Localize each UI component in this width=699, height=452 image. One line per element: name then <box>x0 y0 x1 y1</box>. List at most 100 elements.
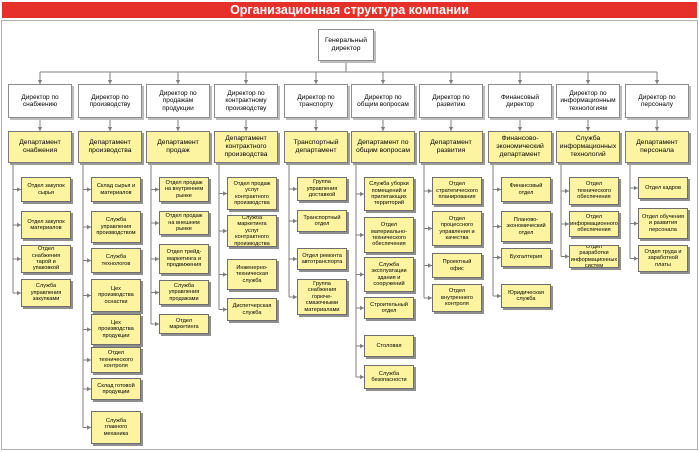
unit-box: Отдел труда и заработной платы <box>638 245 688 272</box>
connector-arrow <box>565 188 569 194</box>
director-arrow <box>107 80 113 84</box>
director-arrow <box>448 80 454 84</box>
unit-box: Отдел продаж на внешнем рынке <box>159 211 209 235</box>
unit-box: Служба технологов <box>91 248 141 273</box>
connector-arrow <box>87 187 91 192</box>
director-box: Директор по общим вопросам <box>351 84 415 118</box>
director-arrow <box>243 80 249 84</box>
ceo-box: Генеральный директор <box>318 29 374 61</box>
connector-arrow <box>293 294 297 300</box>
unit-box: Служба маркетинга услуг контрактного про… <box>227 215 277 247</box>
connector-arrow <box>17 187 21 192</box>
connector-arrow <box>87 386 91 392</box>
unit-box: Финансовый отдел <box>501 177 551 202</box>
connector-arrow <box>155 290 159 295</box>
unit-box: Склад готовой продукции <box>91 378 141 400</box>
director-arrow <box>654 80 660 84</box>
director-box: Директор по снабжению <box>8 84 72 118</box>
department-arrow <box>107 127 113 131</box>
unit-box: Отдел продаж на внутреннем рынке <box>159 177 209 202</box>
connector-arrow <box>565 254 569 259</box>
connector-arrow <box>155 220 159 226</box>
department-arrow <box>175 127 181 131</box>
director-arrow <box>380 80 386 84</box>
department-box: Транспортный департамент <box>284 131 348 163</box>
connector-arrow <box>360 305 364 311</box>
connector-arrow <box>634 256 638 261</box>
connector-arrow <box>223 272 227 277</box>
connector-arrow <box>360 272 364 277</box>
unit-box: Отдел закупок сырья <box>21 177 71 202</box>
connector-arrow <box>223 307 227 312</box>
connector-arrow <box>428 295 432 301</box>
connector-arrow <box>17 222 21 228</box>
connector-arrow <box>87 258 91 263</box>
department-arrow <box>654 127 660 131</box>
connector-arrow <box>87 293 91 298</box>
connector-arrow <box>565 221 569 227</box>
connector-arrow <box>497 255 501 260</box>
connector-arrow <box>428 188 432 194</box>
department-arrow <box>243 127 249 131</box>
unit-box: Отдел материально-технического обеспечен… <box>364 217 414 253</box>
unit-box: Отдел процессного управления и качества <box>432 211 482 246</box>
director-box: Финансовый директор <box>488 84 552 118</box>
unit-box: Служба эксплуатации здания и сооружений <box>364 257 414 292</box>
connector-arrow <box>360 374 364 380</box>
director-box: Директор по продажам продукции <box>146 84 210 118</box>
unit-box: Служба главного механика <box>91 411 141 444</box>
unit-box: Отдел технического обеспечения <box>569 177 619 205</box>
unit-box: Столовая <box>364 335 414 357</box>
director-arrow <box>517 80 523 84</box>
page-title: Организационная структура компании <box>2 2 697 18</box>
department-box: Департамент персонала <box>625 131 689 163</box>
unit-box: Бухгалтерия <box>501 248 551 267</box>
unit-box: Диспетчерская служба <box>227 298 277 321</box>
department-arrow <box>380 127 386 131</box>
department-arrow <box>517 127 523 131</box>
unit-box: Строительный отдел <box>364 297 414 319</box>
connector-arrow <box>17 290 21 296</box>
connector-arrow <box>428 226 432 231</box>
unit-box: Планово-экономический отдел <box>501 211 551 242</box>
unit-box: Отдел продаж услуг контрактного производ… <box>227 177 277 210</box>
director-box: Директор по развитию <box>419 84 483 118</box>
unit-box: Проектный офис <box>432 253 482 278</box>
director-arrow <box>37 80 43 84</box>
unit-box: Отдел технического контроля <box>91 347 141 373</box>
unit-box: Отдел разработки информационных систем <box>569 245 619 268</box>
connector-arrow <box>87 357 91 363</box>
department-arrow <box>448 127 454 131</box>
director-box: Директор по персоналу <box>625 84 689 118</box>
connector-arrow <box>155 321 159 327</box>
connector-arrow <box>87 425 91 430</box>
connector-arrow <box>360 343 364 349</box>
unit-box: Отдел кадров <box>638 177 688 199</box>
unit-box: Служба управления закупками <box>21 279 71 307</box>
director-arrow <box>175 80 181 84</box>
department-box: Департамент развития <box>419 131 483 163</box>
connector-arrow <box>634 185 638 191</box>
unit-box: Отдел трейд-маркетинга и продвижения <box>159 244 209 274</box>
unit-box: Отдел стратегического планирования <box>432 177 482 205</box>
unit-box: Служба управления производством <box>91 211 141 243</box>
department-box: Департамент контрактного производства <box>214 131 278 163</box>
unit-box: Служба безопасности <box>364 365 414 389</box>
connector-arrow <box>360 191 364 197</box>
connector-arrow <box>17 256 21 262</box>
connector-arrow <box>360 232 364 238</box>
unit-box: Цех производства оснастки <box>91 279 141 312</box>
unit-box: Склад сырья и материалов <box>91 177 141 202</box>
department-arrow <box>313 127 319 131</box>
director-box: Директор по производству <box>78 84 142 118</box>
director-box: Директор по контрактному производству <box>214 84 278 118</box>
unit-box: Отдел ремонта автотранспорта <box>297 248 347 270</box>
unit-box: Отдел закупок материалов <box>21 211 71 239</box>
chart-frame <box>1 20 698 450</box>
department-arrow <box>37 127 43 131</box>
unit-box: Отдел маркетинга <box>159 314 209 334</box>
unit-box: Юридическая служба <box>501 284 551 308</box>
unit-box: Инженерно-техническая служба <box>227 259 277 290</box>
